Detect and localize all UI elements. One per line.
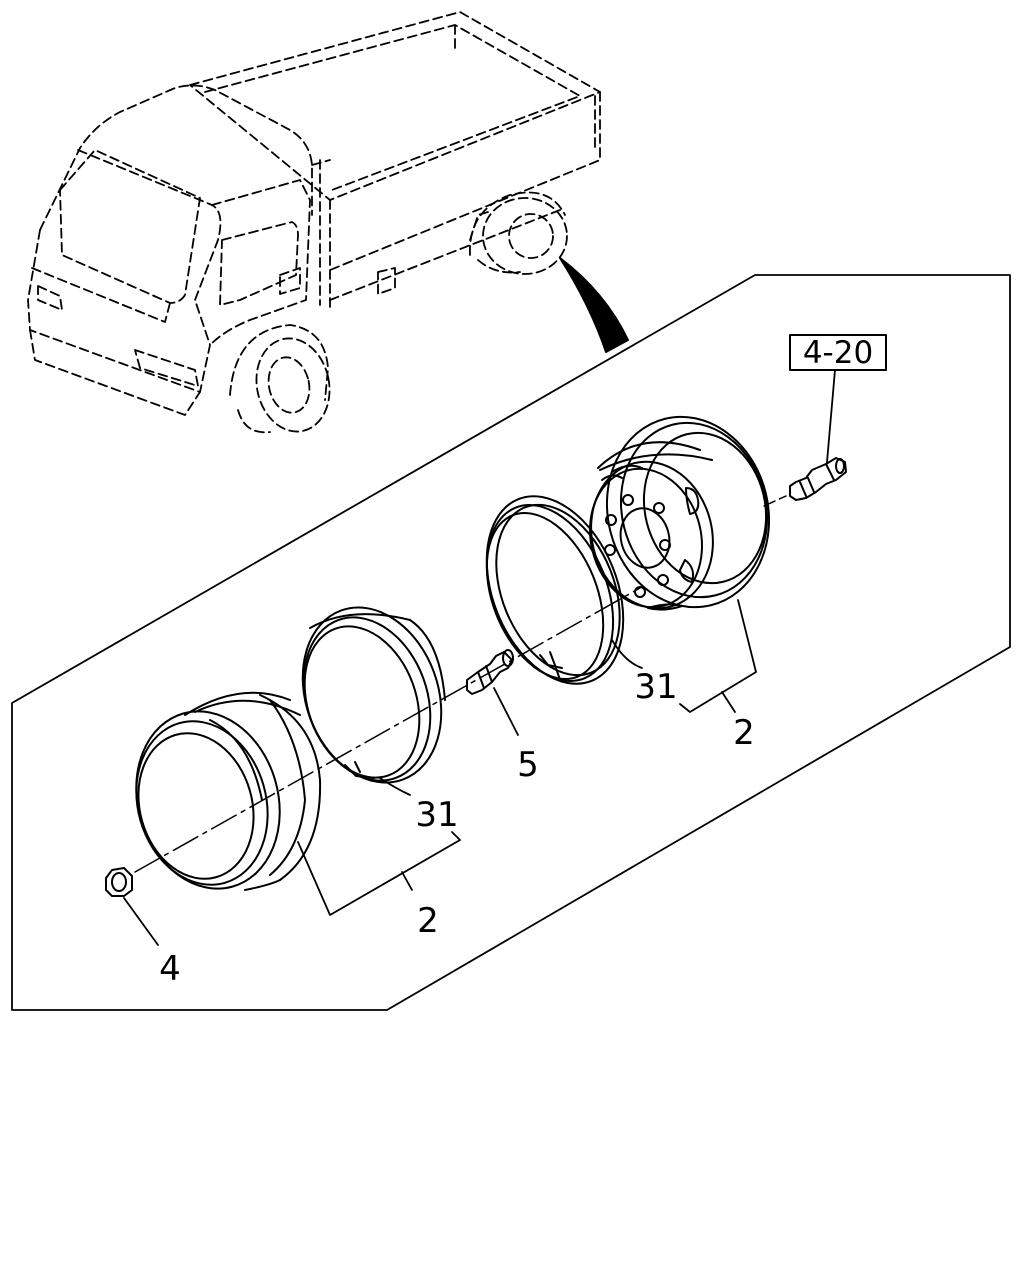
- callout-stud-bolt: 5: [517, 745, 539, 785]
- callout-rear-wheel-set: 2: [733, 713, 755, 753]
- truck-outline: [27, 11, 601, 434]
- nut-icon: [105, 867, 133, 897]
- reference-label: 4-20: [803, 335, 873, 371]
- valve-icon: [789, 457, 847, 501]
- stud-bolt-icon: [466, 649, 514, 695]
- front-wheel-rim: [135, 691, 322, 891]
- rear-wheel-disc: [589, 415, 771, 611]
- front-tire-flap: [301, 606, 446, 784]
- callout-front-wheel-set: 2: [417, 901, 439, 941]
- rear-tire-flap: [485, 495, 625, 685]
- callout-nut: 4: [159, 949, 181, 989]
- callout-rear-tire-flap: 31: [634, 667, 677, 707]
- reference-box: [789, 334, 887, 371]
- detail-frame: [11, 274, 1011, 1011]
- detail-pointer-arrow: [559, 257, 629, 353]
- callout-front-tire-flap: 31: [415, 795, 458, 835]
- assembly-axis: [134, 587, 641, 873]
